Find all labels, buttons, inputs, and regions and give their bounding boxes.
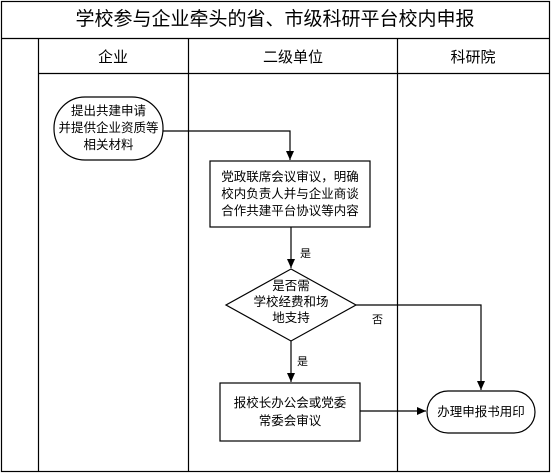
edge-decision-to-end: [356, 304, 485, 390]
start-node: [53, 96, 164, 161]
review-node-line-3: 合作共建平台协议等内容: [221, 203, 359, 218]
edge-label-decision-end-no: 否: [372, 313, 383, 326]
review-node-line-2: 校内负责人并与企业商谈: [221, 186, 359, 201]
decision-node-line-2: 学校经费和场: [253, 294, 328, 309]
lane-header-research: 科研院: [450, 48, 495, 66]
report-node-line-1: 报校长办公会或党委: [234, 395, 347, 410]
decision-node-line-3: 地支持: [272, 310, 310, 325]
end-node-label: 办理申报书用印: [437, 404, 525, 419]
start-node-line-3: 相关材料: [83, 137, 134, 152]
lane-header-enterprise: 企业: [98, 48, 128, 66]
start-node-line-1: 提出共建申请: [71, 103, 146, 118]
review-node-line-1: 党政联席会议审议，明确: [221, 169, 359, 184]
edge-start-to-review: [163, 130, 294, 160]
review-node: [209, 160, 371, 228]
start-node-line-2: 并提供企业资质等: [58, 120, 158, 135]
end-node: [426, 390, 536, 434]
lane-header-dept: 二级单位: [263, 48, 323, 66]
decision-node-line-1: 是否需: [272, 278, 310, 293]
report-node: [219, 382, 361, 442]
edge-label-decision-report-yes: 是: [297, 355, 308, 368]
report-node-line-2: 常委会审议: [259, 413, 322, 428]
edge-label-review-decision-yes: 是: [300, 247, 311, 260]
diagram-title: 学校参与企业牵头的省、市级科研平台校内申报: [75, 8, 474, 30]
